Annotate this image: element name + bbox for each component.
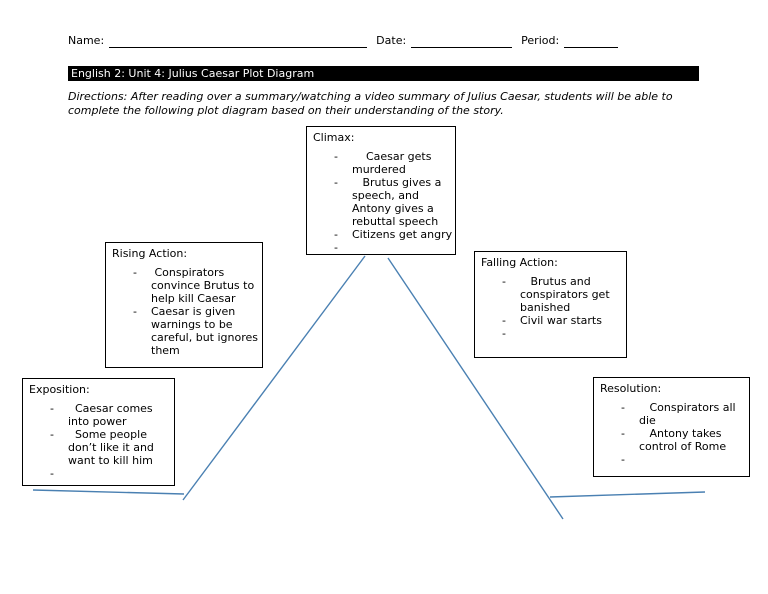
list-item: - Caesar comes into power	[29, 402, 171, 428]
plot-right-baseline	[549, 491, 706, 498]
list-item: - Civil war starts	[481, 314, 623, 327]
bullet-text: Conspirators all die	[639, 401, 736, 427]
falling-action-title: Falling Action:	[481, 256, 558, 269]
list-item: -	[313, 241, 452, 254]
plot-left-baseline	[32, 489, 185, 495]
exposition-box: Exposition: - Caesar comes into power - …	[22, 378, 175, 486]
climax-title: Climax:	[313, 131, 355, 144]
list-item: - Caesar gets murdered	[313, 150, 452, 176]
period-blank-line	[564, 34, 619, 48]
falling-action-box: Falling Action: - Brutus and conspirator…	[474, 251, 627, 358]
list-item: - Some people don’t like it and want to …	[29, 428, 171, 467]
bullet-dash: -	[334, 176, 338, 189]
rising-action-title: Rising Action:	[112, 247, 188, 260]
bullet-dash: -	[502, 314, 506, 327]
list-item: -	[29, 467, 171, 480]
bullet-text: Some people don’t like it and want to ki…	[68, 428, 154, 467]
list-item: - Brutus gives a speech, and Antony give…	[313, 176, 452, 228]
list-item: - Conspirators all die	[600, 401, 746, 427]
list-item: - Antony takes control of Rome	[600, 427, 746, 453]
name-blank-line	[109, 34, 368, 48]
date-label: Date:	[376, 34, 407, 47]
list-item: - Conspirators convince Brutus to help k…	[112, 266, 259, 305]
bullet-dash: -	[334, 228, 338, 241]
bullet-dash: -	[502, 275, 506, 288]
list-item: - Citizens get angry	[313, 228, 452, 241]
unit-title-banner: English 2: Unit 4: Julius Caesar Plot Di…	[68, 66, 699, 81]
bullet-dash: -	[50, 428, 54, 441]
exposition-title: Exposition:	[29, 383, 90, 396]
date-blank-line	[411, 34, 513, 48]
period-label: Period:	[521, 34, 560, 47]
bullet-dash: -	[621, 401, 625, 414]
bullet-dash: -	[334, 150, 338, 163]
list-item: - Brutus and conspirators get banished	[481, 275, 623, 314]
list-item: -	[481, 327, 623, 340]
bullet-text: Caesar comes into power	[68, 402, 153, 428]
directions-text: Directions: After reading over a summary…	[68, 90, 673, 117]
bullet-text: Antony takes control of Rome	[639, 427, 727, 453]
bullet-text: Caesar is given warnings to be careful, …	[151, 305, 259, 357]
bullet-text: Conspirators convince Brutus to help kil…	[151, 266, 255, 305]
bullet-text: Brutus gives a speech, and Antony gives …	[352, 176, 442, 228]
bullet-dash: -	[133, 266, 137, 279]
bullet-text: Civil war starts	[520, 314, 602, 327]
bullet-dash: -	[621, 427, 625, 440]
bullet-text: Brutus and conspirators get banished	[520, 275, 610, 314]
bullet-dash: -	[502, 327, 506, 340]
bullet-dash: -	[50, 402, 54, 415]
resolution-box: Resolution: - Conspirators all die - Ant…	[593, 377, 750, 477]
resolution-title: Resolution:	[600, 382, 662, 395]
bullet-dash: -	[334, 241, 338, 254]
bullet-dash: -	[133, 305, 137, 318]
bullet-text: Caesar gets murdered	[352, 150, 432, 176]
list-item: - Caesar is given warnings to be careful…	[112, 305, 259, 357]
climax-box: Climax: - Caesar gets murdered - Brutus …	[306, 126, 456, 255]
bullet-text: Citizens get angry	[352, 228, 453, 241]
rising-action-box: Rising Action: - Conspirators convince B…	[105, 242, 263, 368]
list-item: -	[600, 453, 746, 466]
bullet-dash: -	[50, 467, 54, 480]
bullet-dash: -	[621, 453, 625, 466]
header-fill-in-row: Name: Date: Period:	[68, 34, 619, 48]
name-label: Name:	[68, 34, 105, 47]
